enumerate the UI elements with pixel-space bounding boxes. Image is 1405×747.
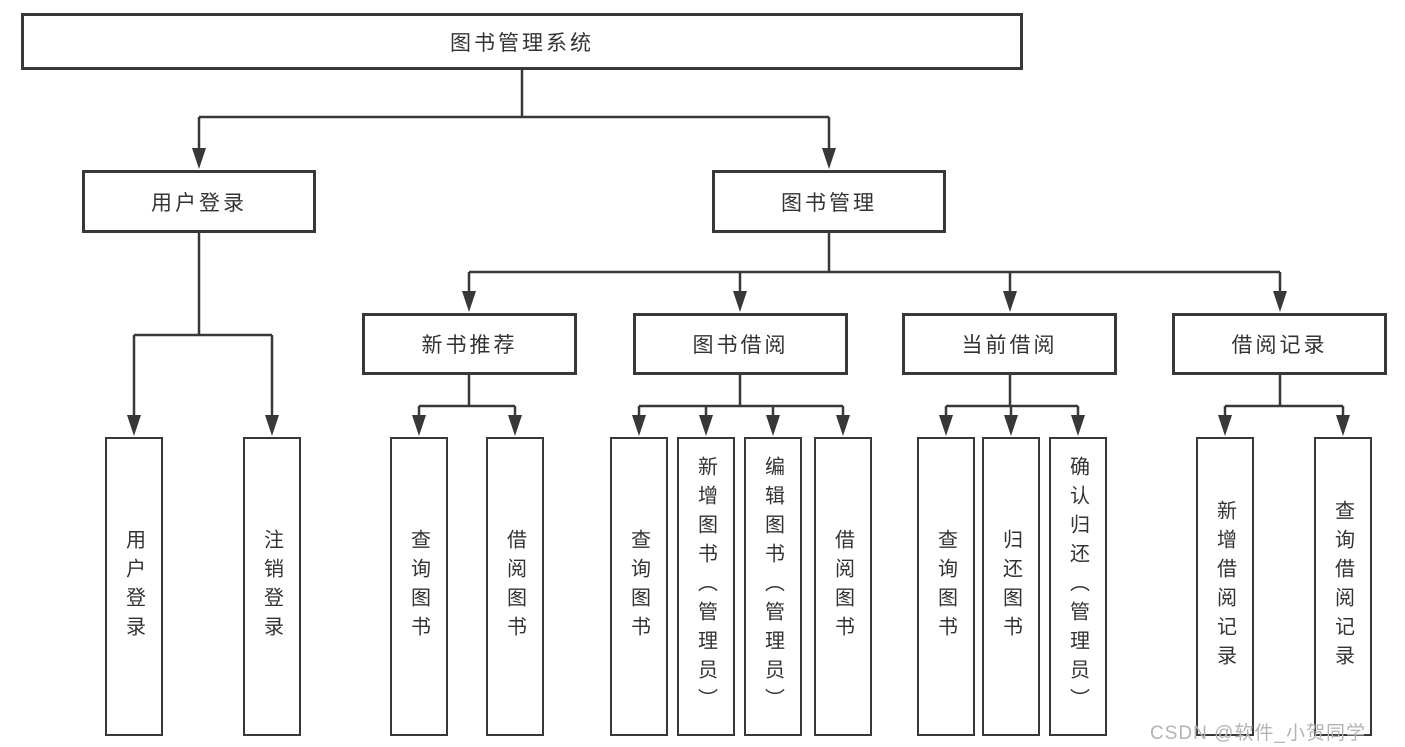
leaf-add-books-admin-label: 新增图书（管理员）	[694, 456, 717, 717]
leaf-borrow-books-recommend-label: 借阅图书	[503, 528, 526, 645]
arrow-shafts	[132, 117, 1345, 417]
leaf-user-login: 用户登录	[105, 437, 163, 736]
node-root-label: 图书管理系统	[450, 31, 594, 55]
leaf-query-books-borrowing: 查询图书	[610, 437, 668, 736]
leaf-add-books-admin: 新增图书（管理员）	[677, 437, 735, 736]
node-new-book-recommend: 新书推荐	[362, 313, 577, 375]
leaf-user-login-label: 用户登录	[122, 528, 145, 645]
leaf-logout: 注销登录	[243, 437, 301, 736]
leaf-add-borrow-record-label: 新增借阅记录	[1213, 499, 1236, 674]
node-book-management-label: 图书管理	[781, 191, 877, 215]
leaf-return-books-label: 归还图书	[999, 528, 1022, 645]
leaf-confirm-return-admin: 确认归还（管理员）	[1049, 437, 1107, 736]
csdn-watermark: CSDN @软件_小贺同学	[1150, 723, 1366, 744]
leaf-borrow-books-recommend: 借阅图书	[486, 437, 544, 736]
node-user-login-label: 用户登录	[151, 191, 247, 215]
node-user-login: 用户登录	[82, 170, 316, 233]
node-book-borrowing: 图书借阅	[633, 313, 848, 375]
leaf-edit-books-admin-label: 编辑图书（管理员）	[761, 456, 784, 717]
node-new-book-recommend-label: 新书推荐	[421, 334, 518, 357]
connector-segments	[134, 70, 1343, 408]
leaf-borrow-books-borrowing-label: 借阅图书	[831, 528, 854, 645]
leaf-return-books: 归还图书	[982, 437, 1040, 736]
node-borrowing-records-label: 借阅记录	[1231, 334, 1328, 357]
node-book-management: 图书管理	[712, 170, 946, 233]
node-book-borrowing-label: 图书借阅	[692, 334, 789, 357]
arrowheads	[127, 148, 1350, 436]
leaf-query-borrow-record-label: 查询借阅记录	[1331, 499, 1354, 674]
leaf-edit-books-admin: 编辑图书（管理员）	[744, 437, 802, 736]
leaf-query-books-current-label: 查询图书	[934, 528, 957, 645]
leaf-query-books-recommend-label: 查询图书	[407, 528, 430, 645]
leaf-confirm-return-admin-label: 确认归还（管理员）	[1066, 456, 1089, 717]
node-current-borrowing: 当前借阅	[902, 313, 1117, 375]
leaf-query-books-current: 查询图书	[917, 437, 975, 736]
leaf-query-borrow-record: 查询借阅记录	[1314, 437, 1372, 736]
leaf-query-books-borrowing-label: 查询图书	[627, 528, 650, 645]
leaf-add-borrow-record: 新增借阅记录	[1196, 437, 1254, 736]
leaf-logout-label: 注销登录	[260, 528, 283, 645]
leaf-query-books-recommend: 查询图书	[390, 437, 448, 736]
node-root-library-system: 图书管理系统	[21, 13, 1023, 70]
leaf-borrow-books-borrowing: 借阅图书	[814, 437, 872, 736]
node-borrowing-records: 借阅记录	[1172, 313, 1387, 375]
node-current-borrowing-label: 当前借阅	[961, 334, 1058, 357]
